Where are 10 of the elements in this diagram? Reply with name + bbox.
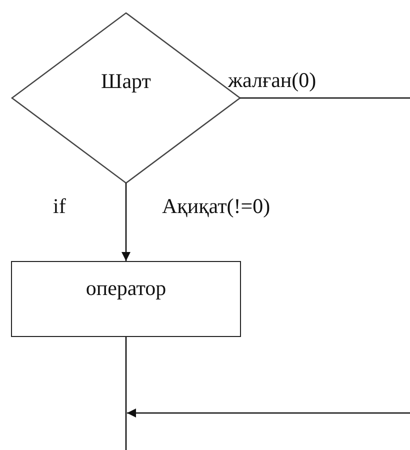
edge-label: Ақиқат(!=0) [162,196,270,217]
connector-line [240,97,410,99]
edge-label: жалған(0) [228,70,316,91]
process-box [11,261,241,337]
arrow [127,408,410,418]
node-label: Шарт [101,68,151,94]
node-label: оператор [86,275,166,301]
connector-line [125,337,127,450]
arrow [122,183,130,261]
keyword-label: if [53,196,66,217]
